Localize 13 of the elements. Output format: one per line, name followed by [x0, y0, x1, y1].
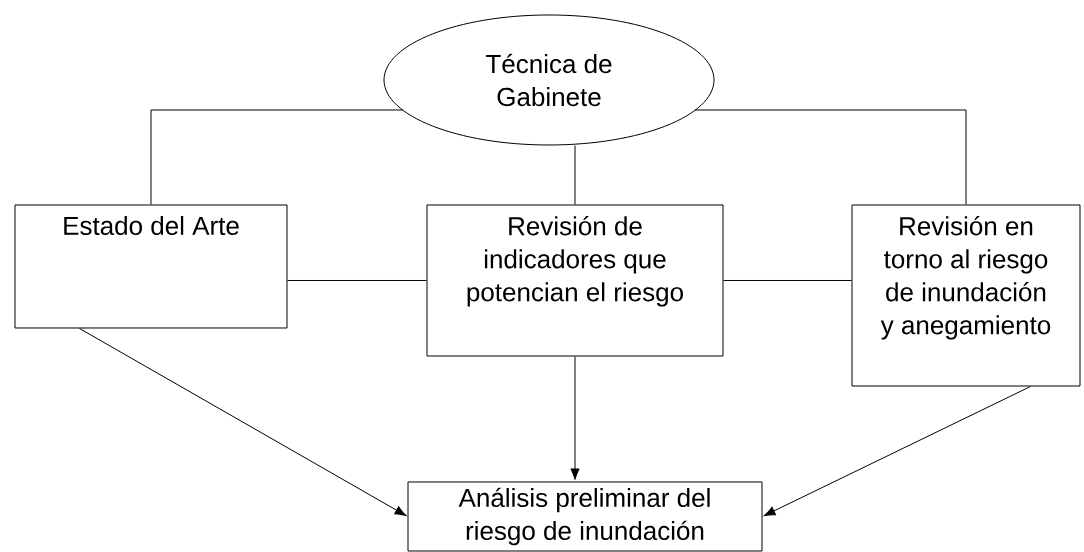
oval: Técnica de Gabinete [383, 14, 715, 146]
process-box: Estado del Arte [14, 204, 288, 329]
process-box: Revisión de indicadores que potencian el riesgo [426, 204, 724, 357]
arrow [570, 356, 580, 480]
connector-line [287, 280, 427, 281]
connector-line [694, 109, 967, 205]
connector-line [150, 109, 404, 205]
result-box: Análisis preliminar del riesgo de inundación [407, 481, 763, 552]
process-box: Revisión en torno al riesgo de inundación y anegamiento [851, 204, 1081, 387]
connector-line [574, 145, 576, 205]
connector-line [723, 280, 852, 281]
arrow [79, 328, 407, 516]
arrow [763, 386, 1031, 517]
